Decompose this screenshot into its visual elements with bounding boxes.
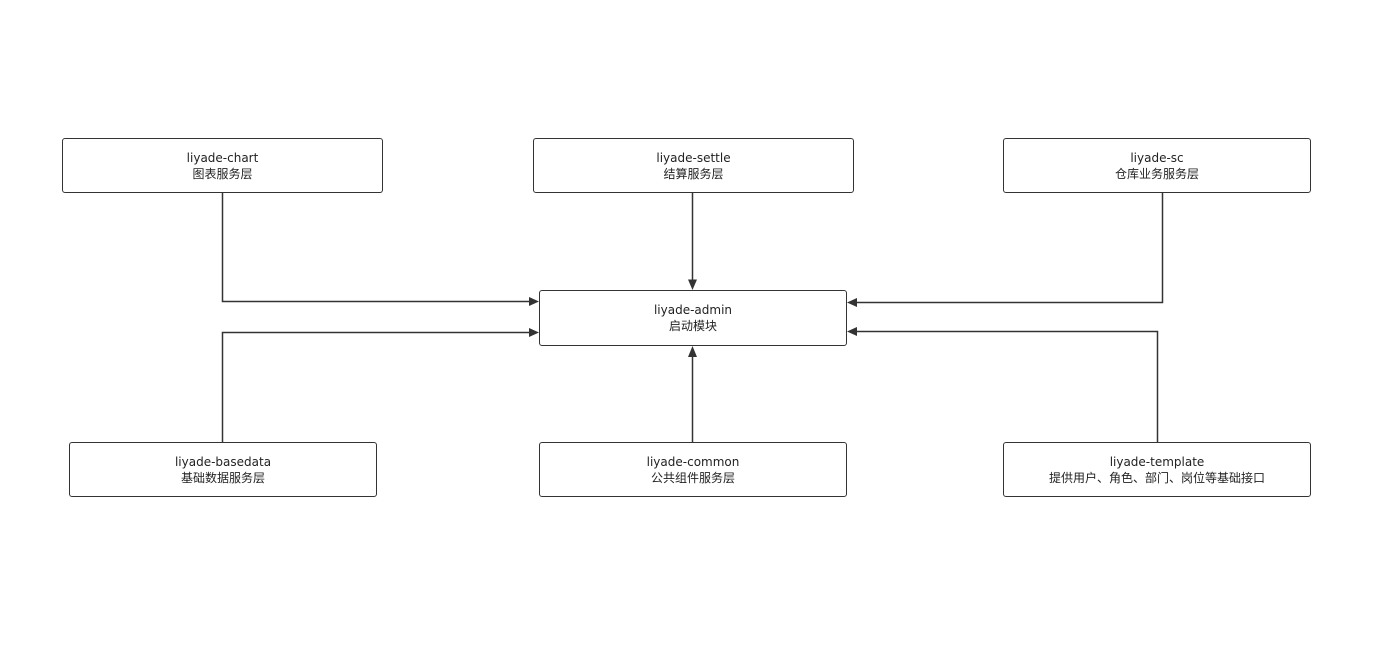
node-title: liyade-chart	[186, 150, 259, 165]
edge-basedata-to-admin	[221, 328, 539, 442]
edge-settle-to-admin	[688, 193, 697, 290]
node-description: 结算服务层	[663, 166, 724, 181]
arrowhead	[847, 327, 857, 336]
arrowhead	[688, 279, 697, 290]
arrowhead	[847, 298, 857, 307]
edge-sc-to-admin	[847, 193, 1164, 307]
node-liyade-settle[interactable]: liyade-settle 结算服务层	[533, 138, 854, 193]
edge-chart-to-admin	[221, 193, 539, 306]
node-title: liyade-template	[1109, 454, 1205, 469]
arrowhead	[529, 297, 539, 306]
node-description: 基础数据服务层	[180, 470, 265, 485]
node-title: liyade-common	[646, 454, 740, 469]
node-title: liyade-settle	[656, 150, 731, 165]
node-liyade-basedata[interactable]: liyade-basedata 基础数据服务层	[69, 442, 377, 497]
node-liyade-sc[interactable]: liyade-sc 仓库业务服务层	[1003, 138, 1311, 193]
node-title: liyade-basedata	[174, 454, 272, 469]
node-liyade-template[interactable]: liyade-template 提供用户、角色、部门、岗位等基础接口	[1003, 442, 1311, 497]
edge-template-to-admin	[847, 327, 1159, 442]
edge-common-to-admin	[688, 346, 697, 442]
arrowhead	[529, 328, 539, 337]
node-liyade-chart[interactable]: liyade-chart 图表服务层	[62, 138, 383, 193]
node-description: 启动模块	[668, 319, 717, 333]
node-liyade-common[interactable]: liyade-common 公共组件服务层	[539, 442, 847, 497]
node-description: 图表服务层	[192, 166, 253, 181]
node-description: 公共组件服务层	[650, 470, 735, 485]
arrowhead	[688, 346, 697, 357]
node-description: 提供用户、角色、部门、岗位等基础接口	[1048, 470, 1265, 485]
node-description: 仓库业务服务层	[1114, 166, 1199, 181]
node-title: liyade-admin	[653, 303, 733, 317]
node-title: liyade-sc	[1130, 150, 1184, 165]
node-liyade-admin[interactable]: liyade-admin 启动模块	[539, 290, 847, 346]
